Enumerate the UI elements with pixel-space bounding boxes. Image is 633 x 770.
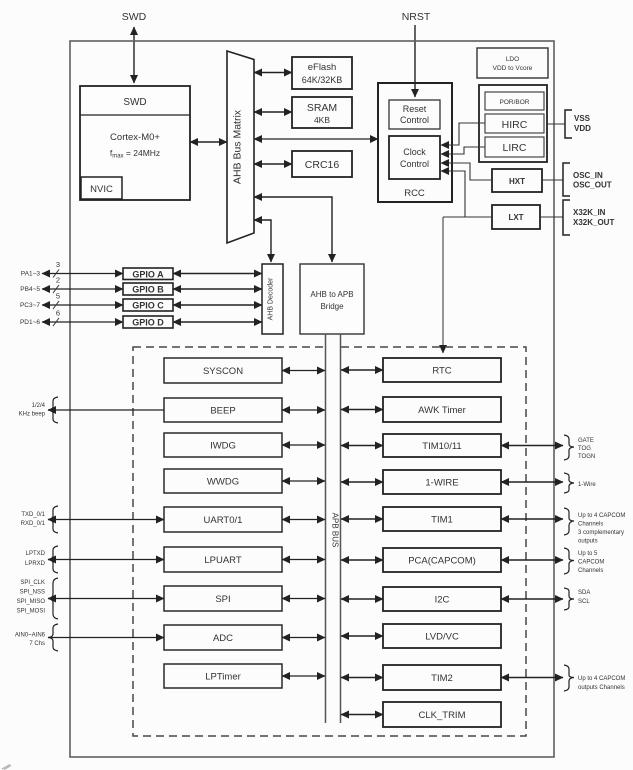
svg-text:PB4~5: PB4~5 [20,286,40,293]
svg-text:LIRC: LIRC [503,142,527,154]
svg-text:AHB to APB: AHB to APB [310,290,353,299]
svg-text:SPI_CLK: SPI_CLK [20,580,45,586]
svg-text:OSC_OUT: OSC_OUT [573,181,612,190]
svg-text:KHz beep: KHz beep [19,412,46,418]
svg-text:LVD/VC: LVD/VC [425,632,459,643]
svg-text:SDA: SDA [578,590,590,596]
svg-text:Cortex-M0+: Cortex-M0+ [110,132,160,143]
svg-text:outputs: outputs [578,539,598,545]
svg-text:SCL: SCL [578,599,590,605]
svg-text:SYSCON: SYSCON [203,366,243,377]
svg-text:VDD: VDD [574,124,591,133]
svg-text:APB BUS: APB BUS [331,513,340,548]
svg-text:RTC: RTC [432,366,451,377]
svg-text:Bridge: Bridge [320,302,344,311]
svg-text:CLK_TRIM: CLK_TRIM [419,710,466,721]
svg-text:SPI_MOSI: SPI_MOSI [17,609,46,615]
svg-text:GPIO D: GPIO D [132,318,164,328]
svg-text:NRST: NRST [402,11,431,23]
svg-text:RCC: RCC [404,188,425,199]
svg-text:GPIO A: GPIO A [132,270,164,280]
svg-text:Up to 5: Up to 5 [578,551,598,557]
svg-text:Up to 4 CAPCOM: Up to 4 CAPCOM [578,513,625,519]
svg-text:Reset: Reset [403,104,427,114]
svg-text:LDO: LDO [506,56,519,63]
svg-text:OSC_IN: OSC_IN [573,171,603,180]
svg-text:SWD: SWD [122,11,147,23]
svg-text:SRAM: SRAM [307,102,337,114]
svg-text:UART0/1: UART0/1 [204,515,243,526]
svg-text:BEEP: BEEP [210,406,235,417]
svg-text:GPIO B: GPIO B [132,285,164,295]
svg-text:TOG: TOG [578,446,591,452]
svg-text:X32K_OUT: X32K_OUT [573,218,614,227]
svg-text:1-WIRE: 1-WIRE [425,478,458,489]
svg-text:Channels: Channels [578,522,603,528]
svg-text:PA1~3: PA1~3 [21,271,41,278]
svg-text:CRC16: CRC16 [305,159,340,171]
svg-text:CAPCOM: CAPCOM [578,560,604,566]
svg-text:outputs Channels: outputs Channels [578,685,625,691]
svg-text:1/2/4: 1/2/4 [32,403,46,409]
svg-text:Clock: Clock [403,147,426,157]
svg-text:PCA(CAPCOM): PCA(CAPCOM) [408,556,476,567]
svg-text:3: 3 [56,260,60,269]
svg-text:eFlash: eFlash [308,62,337,73]
svg-text:7 Chs: 7 Chs [29,641,45,647]
svg-text:Control: Control [400,159,429,169]
svg-text:TIM2: TIM2 [431,673,453,684]
svg-text:VDD to Vcore: VDD to Vcore [493,65,533,72]
svg-text:LPUART: LPUART [204,555,242,566]
svg-text:X32K_IN: X32K_IN [573,208,606,217]
svg-text:TIM1: TIM1 [431,515,453,526]
svg-text:HIRC: HIRC [502,119,528,131]
svg-text:IWDG: IWDG [210,441,236,452]
svg-text:AWK Timer: AWK Timer [418,405,466,416]
svg-text:SPI_NSS: SPI_NSS [20,590,45,596]
svg-text:TOGN: TOGN [578,454,595,460]
svg-text:LPRXD: LPRXD [25,561,46,567]
svg-text:SPI_MISO: SPI_MISO [17,599,46,605]
svg-text:PC3~7: PC3~7 [20,302,40,309]
svg-text:GATE: GATE [578,438,594,444]
svg-text:2: 2 [56,276,60,285]
svg-text:LPTimer: LPTimer [205,672,241,683]
svg-text:1-Wire: 1-Wire [578,482,596,488]
svg-text:ADC: ADC [213,633,233,644]
svg-text:4KB: 4KB [314,115,330,125]
svg-text:fmax = 24MHz: fmax = 24MHz [110,148,160,160]
svg-text:Up to 4 CAPCOM: Up to 4 CAPCOM [578,676,625,682]
svg-text:6: 6 [56,309,60,318]
svg-text:AHB Bus Matrix: AHB Bus Matrix [232,109,244,184]
svg-text:3 complementary: 3 complementary [578,530,624,536]
svg-text:AHB Decoder: AHB Decoder [268,277,275,320]
svg-text:I2C: I2C [435,595,450,606]
svg-text:SWD: SWD [123,97,146,108]
svg-text:SPI: SPI [215,594,230,605]
svg-text:LPTXD: LPTXD [26,551,46,557]
svg-text:RXD_0/1: RXD_0/1 [21,521,46,527]
svg-text:LXT: LXT [508,213,523,222]
svg-text:TIM10/11: TIM10/11 [422,441,461,452]
svg-text:64K/32KB: 64K/32KB [302,75,343,85]
svg-text:HXT: HXT [509,177,525,186]
svg-text:GPIO C: GPIO C [132,301,164,311]
svg-text:WWDG: WWDG [207,477,239,488]
svg-text:TXD_0/1: TXD_0/1 [21,512,45,518]
svg-text:Control: Control [400,115,429,125]
svg-text:AIN0~AIN6: AIN0~AIN6 [15,633,46,639]
svg-text:5: 5 [56,292,60,301]
svg-text:NVIC: NVIC [90,184,113,195]
svg-text:POR/BOR: POR/BOR [500,99,530,106]
svg-text:PD1~6: PD1~6 [20,319,40,326]
svg-text:Channels: Channels [578,568,603,574]
svg-text:VSS: VSS [574,114,591,123]
